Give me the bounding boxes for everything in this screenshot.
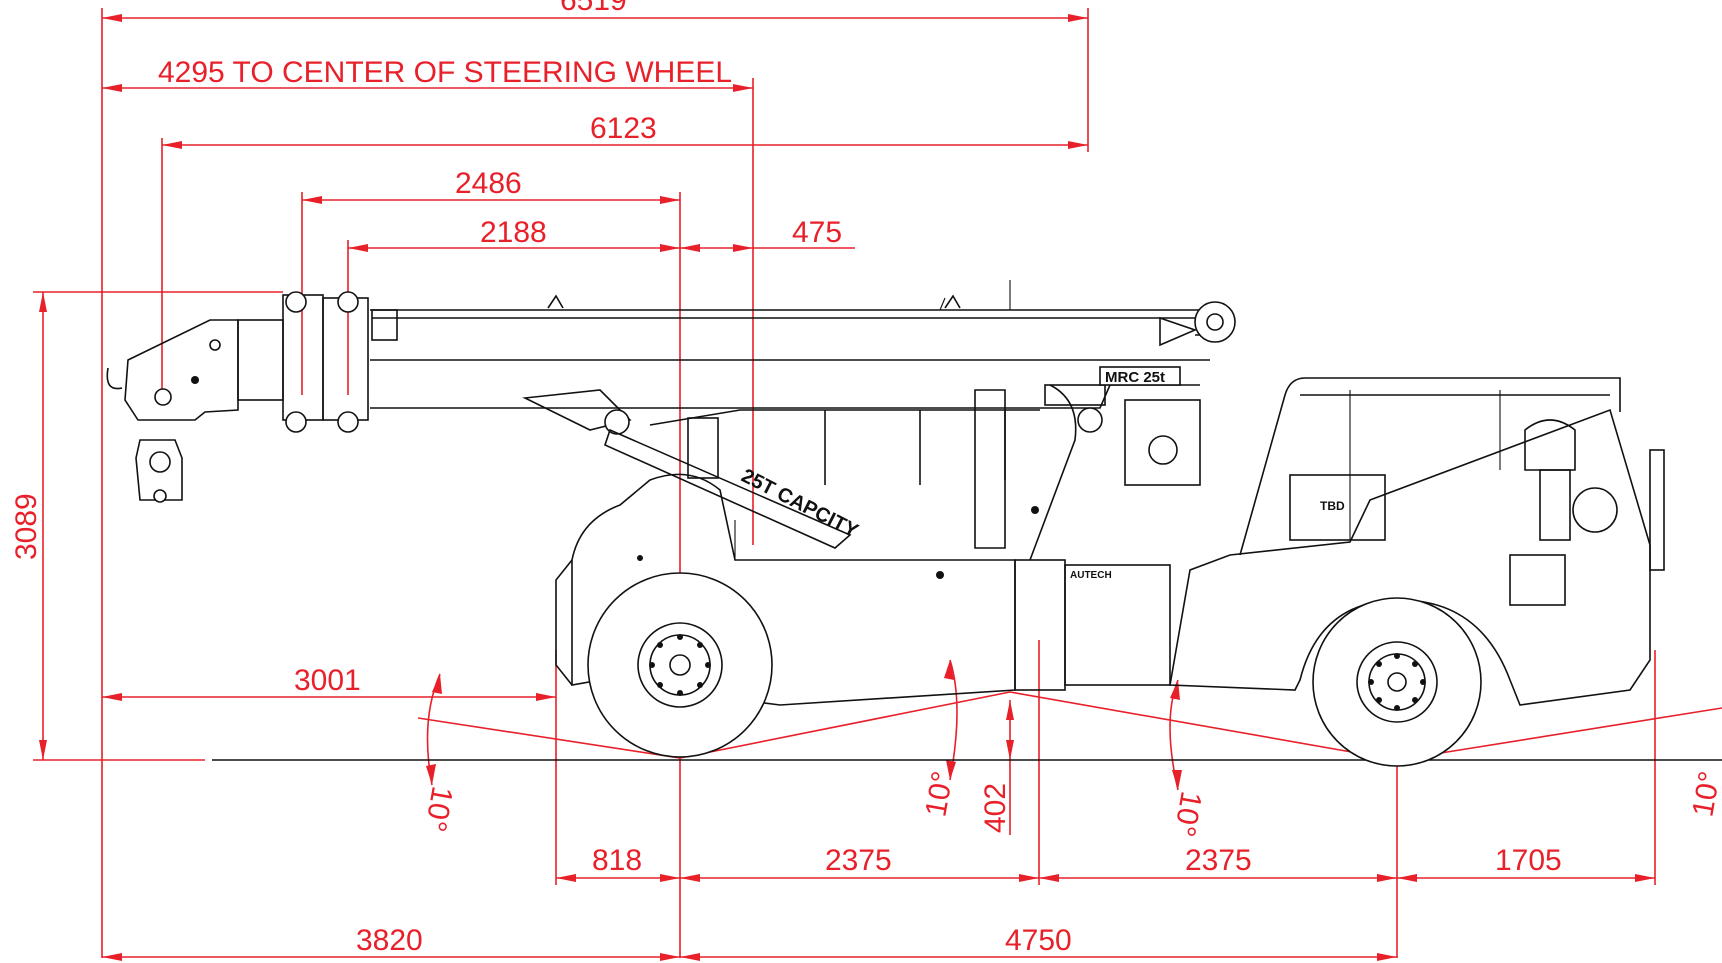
dim-1705: 1705: [1495, 844, 1562, 877]
dimension-texts: 6519 4295 TO CENTER OF STEERING WHEEL 61…: [10, 0, 1722, 957]
dim-clearance-402: 402: [979, 783, 1012, 833]
dim-475: 475: [792, 216, 842, 249]
capacity-label: 25T CAPCITY: [738, 465, 862, 543]
dim-2375-front: 2375: [825, 844, 892, 877]
crane-boom: [106, 280, 1236, 503]
dimension-lines: [33, 8, 1722, 958]
luffing-cylinder: 25T CAPCITY MRC 25t: [522, 366, 1201, 561]
front-wheel: [587, 572, 773, 758]
dim-2188: 2188: [480, 216, 547, 249]
dim-overall-length: 6519: [560, 0, 627, 17]
rear-chassis: TBD: [1169, 377, 1665, 706]
angle-front: 10°: [418, 784, 458, 834]
rear-wheel: [1312, 597, 1482, 767]
dim-3001: 3001: [294, 664, 361, 697]
angle-mid-rear: 10°: [1167, 789, 1207, 839]
dim-height-3089: 3089: [10, 493, 43, 560]
dim-6123: 6123: [590, 112, 657, 145]
fender-brand-label: AUTECH: [1070, 570, 1112, 581]
dim-2486: 2486: [455, 167, 522, 200]
angle-rear: 10°: [1686, 769, 1722, 819]
dim-2375-rear: 2375: [1185, 844, 1252, 877]
dim-4750: 4750: [1005, 924, 1072, 957]
angle-mid-front: 10°: [919, 769, 959, 819]
dim-steering-wheel: 4295 TO CENTER OF STEERING WHEEL: [158, 56, 732, 89]
dim-818: 818: [592, 844, 642, 877]
model-label: MRC 25t: [1105, 369, 1165, 386]
dimension-arrowheads: [39, 14, 1655, 961]
dim-3820: 3820: [356, 924, 423, 957]
engine-brand-label: TBD: [1320, 499, 1345, 513]
